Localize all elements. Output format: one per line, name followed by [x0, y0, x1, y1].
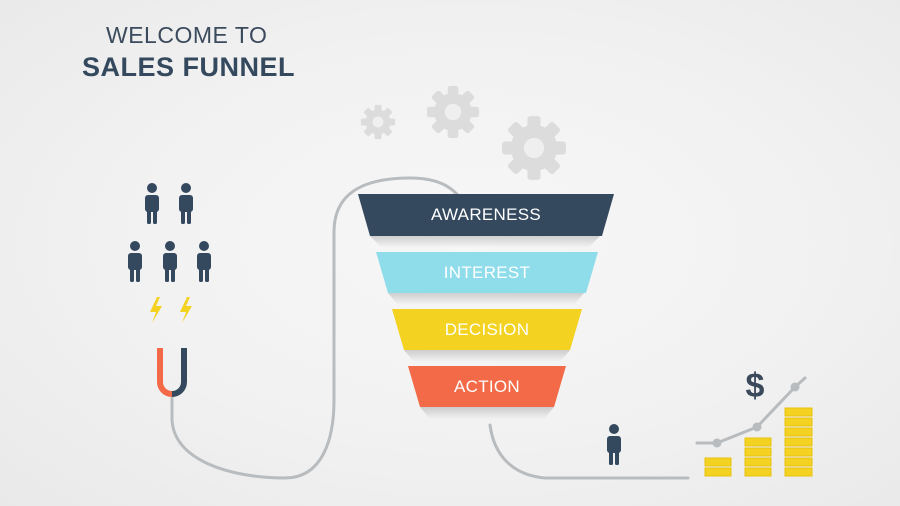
welcome-text: WELCOME TO [106, 22, 268, 48]
connector-wire [170, 176, 467, 480]
stage-label: AWARENESS [431, 205, 541, 224]
coin-stack-icon [704, 457, 732, 477]
funnel-stage-interest: INTEREST [376, 252, 598, 305]
trend-line-icon [695, 376, 807, 448]
funnel-stage-action: ACTION [408, 366, 566, 419]
stage-label: INTEREST [444, 263, 530, 282]
person-icon [607, 424, 621, 465]
coin-stack-icon [744, 437, 772, 477]
gear-icon [427, 86, 479, 138]
dollar-icon: $ [746, 367, 765, 405]
gear-icon [360, 104, 396, 140]
lightning-icon [150, 297, 162, 323]
output-wire [488, 423, 690, 480]
funnel-stage-decision: DECISION [392, 309, 582, 362]
funnel-stage-awareness: AWARENESS [358, 194, 614, 248]
lightning-icon [180, 297, 192, 323]
page-title: SALES FUNNEL [82, 52, 296, 82]
coin-stack-icon [784, 407, 813, 477]
people-icon [128, 183, 211, 282]
stage-label: DECISION [445, 320, 530, 339]
magnet-icon [157, 348, 187, 397]
gear-icon [502, 116, 566, 180]
stage-label: ACTION [454, 377, 520, 396]
